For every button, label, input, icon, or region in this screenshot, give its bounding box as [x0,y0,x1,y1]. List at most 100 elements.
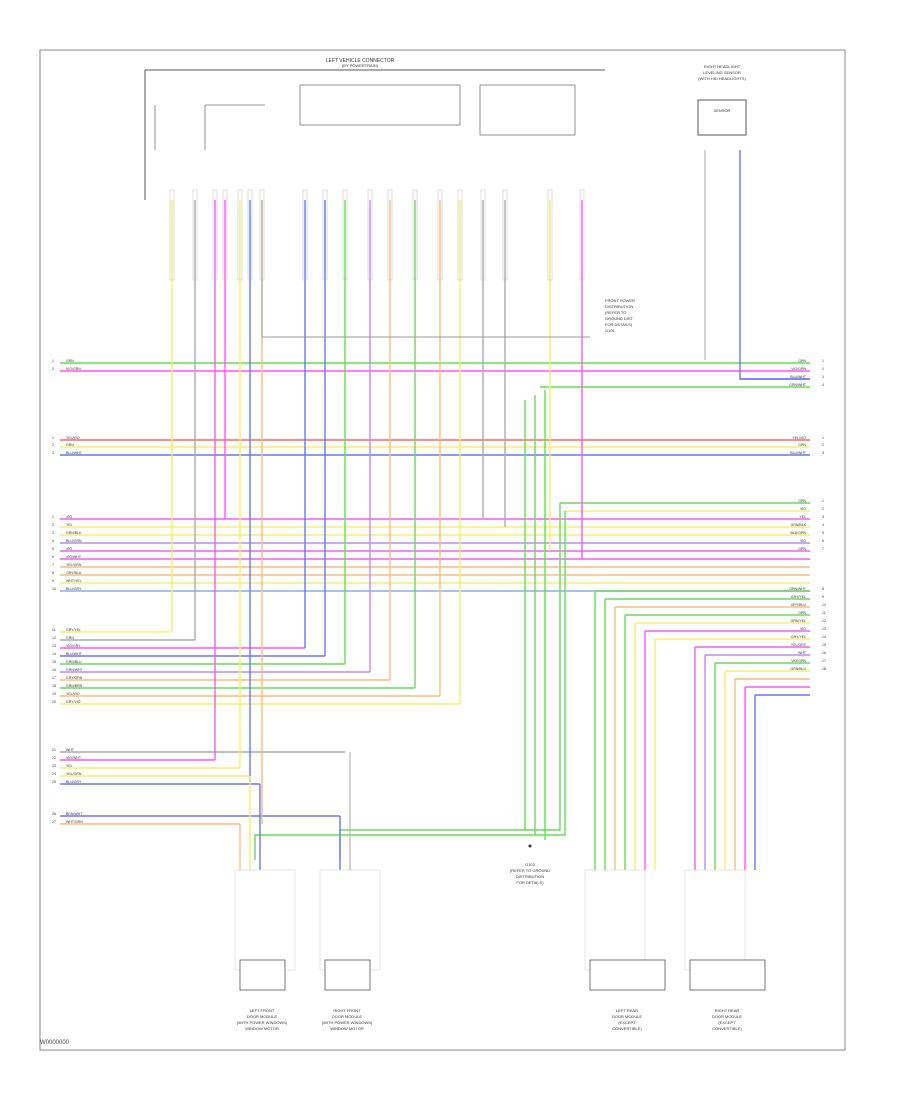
right-wire-label: GRY/BLU [791,603,807,607]
right-pin-number: 18 [822,667,826,671]
pin-terminal [437,189,443,281]
right-wire-label: GRN [798,443,806,447]
left-pin-number: 2 [52,367,54,371]
door-module-label: RIGHT REAR [715,1008,740,1013]
door-module-label: CONVERTIBLE) [712,1026,742,1031]
wire [261,200,590,338]
left-pin-number: 6 [52,555,54,559]
right-pin-number: 8 [822,587,824,591]
right-pin-number: 3 [822,375,824,379]
door-module-label: LEFT REAR [616,1008,638,1013]
right-pin-number: 1 [822,436,824,440]
right-pin-number: 3 [822,515,824,519]
pin-terminal [169,189,175,281]
power-dist-note-line: GROUND DIST. [605,316,634,321]
ground-note-line: DISTRIBUTION [516,874,544,879]
left-pin-number: 18 [52,684,56,688]
door-module-box [689,959,766,991]
diagram-border [39,49,846,1051]
pin-terminal [367,189,373,281]
right-wire-label: BLU/WHT [790,451,807,455]
ground-note-line: G103 [525,862,536,867]
right-wire-label: GRN/BLU [790,667,806,671]
left-wire-label: WHT [66,748,75,752]
right-pin-number: 2 [822,507,824,511]
right-pin-number: 15 [822,643,826,647]
door-module-label: (EXCEPT [618,1020,636,1025]
door-module-box [324,959,371,991]
left-pin-number: 1 [52,359,54,363]
right-wire-label: GRN [798,359,806,363]
left-pin-number: 1 [52,515,54,519]
left-pin-number: 2 [52,443,54,447]
left-pin-number: 3 [52,531,54,535]
right-pin-number: 17 [822,659,826,663]
top-connector-outline [144,69,605,200]
left-wire-label: WHT/YEL [66,579,82,583]
left-wire-label: YEL/GRN [66,563,82,567]
left-pin-number: 25 [52,780,56,784]
right-wire-label: GRN [798,499,806,503]
left-pin-number: 13 [52,644,56,648]
door-module-label: (EXCEPT [718,1020,736,1025]
right-wire-label: VIO [800,507,806,511]
pin-terminal [547,189,553,281]
component-group: LEFT VEHICLE CONNECTOR(BY POWERTRAIN)RIG… [144,58,766,1031]
left-wire-label: VIO/WHT [66,756,82,760]
left-pin-number: 15 [52,660,56,664]
right-wire-label: GRY/YEL [791,635,806,639]
pin-terminal [212,189,218,281]
pin-terminal [412,189,418,281]
door-module-label: RIGHT FRONT [333,1008,361,1013]
door-module-label: WINDOW MOTOR [245,1026,279,1031]
left-pin-number: 5 [52,547,54,551]
left-wire-label: YEL [66,523,73,527]
pin-terminal [387,189,393,281]
left-pin-number: 2 [52,523,54,527]
left-pin-number: 17 [52,676,56,680]
pin-terminal [237,189,243,281]
left-pin-number: 4 [52,539,54,543]
right-pin-number: 2 [822,367,824,371]
pin-terminal [502,189,508,281]
left-wire-label: VIO/GRY [66,644,81,648]
door-module-label: LEFT FRONT [250,1008,275,1013]
left-pin-number: 3 [52,451,54,455]
power-dist-note-line: G101 [605,328,616,333]
door-module-label: (WITH POWER WINDOWS) [237,1020,288,1025]
pin-terminal [480,189,486,281]
left-wire-label: GRN [66,443,74,447]
left-wire-label: YEL/VIO [66,436,80,440]
pin-terminal [259,189,265,281]
relay-box [479,84,576,136]
left-wire-label: YEL [66,764,73,768]
right-wire-label: VIO [800,627,806,631]
switch-bracket [154,104,265,150]
left-pin-number: 24 [52,772,56,776]
left-wire-label: BLU/GRY [66,587,82,591]
pin-terminal [247,189,253,281]
door-module-box [589,959,666,991]
right-wire-label: WHT [798,651,807,655]
right-wire-label: VIO [800,539,806,543]
left-pin-number: 11 [52,628,56,632]
left-pin-number: 21 [52,748,56,752]
left-wire-label: YEL/GRN [66,772,82,776]
left-wire-label: BLU/WHT [66,451,83,455]
left-wire-label: GRY/BLU [66,571,82,575]
right-pin-number: 11 [822,611,826,615]
left-pin-number: 16 [52,668,56,672]
left-wire-label: GRN [66,636,74,640]
ground-point [528,844,532,848]
sensor-title-line: (WITH HID HEADLIGHTS) [698,76,746,81]
right-pin-number: 1 [822,499,824,503]
left-pin-number: 22 [52,756,56,760]
right-wire-label: BLU/GRN [790,531,806,535]
right-pin-number: 4 [822,523,824,527]
wire [739,150,810,380]
power-dist-note-line: (REFER TO [605,310,626,315]
left-wire-label: BLU/GRY [66,780,82,784]
right-wire-label: YEL/GRY [791,643,807,647]
left-pin-number: 14 [52,652,56,656]
